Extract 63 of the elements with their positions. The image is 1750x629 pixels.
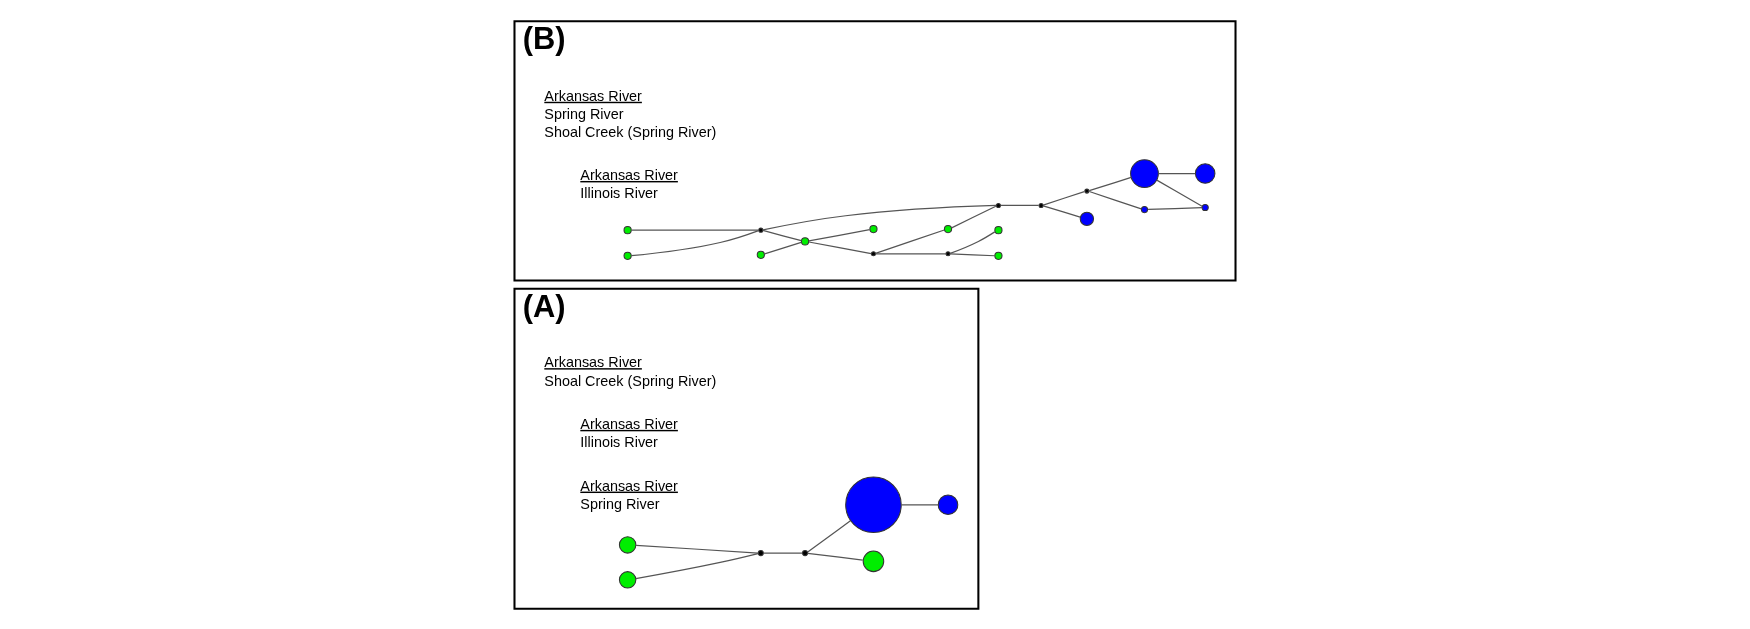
connector [808, 228, 871, 242]
connector [635, 552, 759, 579]
node-circle [1201, 203, 1209, 211]
node-circle [937, 494, 959, 515]
node-circle [1194, 162, 1216, 184]
connector [1000, 204, 1040, 206]
node-circle [1079, 211, 1095, 226]
connector [1156, 179, 1203, 207]
connector [635, 544, 759, 554]
node-circle [870, 250, 877, 256]
label: Arkansas River [580, 166, 678, 183]
connector [949, 252, 996, 256]
label: Shoal Creek (Spring River) [544, 372, 717, 389]
connector [630, 229, 760, 256]
node-circle [862, 550, 885, 572]
connector [807, 552, 864, 561]
connector [951, 205, 997, 228]
connector [762, 229, 802, 241]
connector [630, 229, 760, 231]
node-circle [756, 250, 765, 259]
node-circle [623, 251, 632, 260]
connector [808, 240, 872, 254]
node-circle [995, 202, 1001, 208]
label: Arkansas River [580, 477, 678, 494]
label: Arkansas River [544, 87, 642, 104]
node-circle [1084, 188, 1090, 194]
connector [763, 552, 803, 554]
label: Spring River [544, 105, 624, 122]
label: Arkansas River [544, 353, 642, 370]
node-circle [994, 251, 1003, 260]
label: Illinois River [580, 184, 658, 201]
node-circle [623, 225, 632, 234]
node-circle [800, 236, 810, 246]
node-circle [801, 549, 809, 556]
node-circle [945, 250, 951, 256]
node-circle [845, 476, 902, 533]
node-circle [1140, 205, 1149, 213]
connector [1088, 190, 1142, 209]
connector [949, 230, 996, 254]
node-circle [618, 535, 637, 554]
node-circle [943, 224, 953, 233]
connector [762, 204, 997, 230]
connector [874, 228, 945, 254]
connector [1157, 172, 1196, 174]
connector [764, 241, 802, 255]
node-circle [618, 570, 637, 589]
label: Spring River [580, 495, 660, 512]
label: Illinois River [580, 433, 658, 450]
node-circle [1130, 158, 1159, 188]
connector [900, 503, 939, 505]
label: Arkansas River [580, 415, 678, 432]
connector [1042, 204, 1081, 218]
label: Shoal Creek (Spring River) [544, 123, 717, 140]
node-circle [1038, 202, 1044, 208]
node-circle [994, 225, 1003, 234]
node-circle [758, 227, 764, 233]
connector [875, 252, 947, 254]
connector [1088, 176, 1132, 191]
connector [1147, 206, 1203, 210]
connector [807, 519, 852, 553]
node-circle [869, 224, 878, 233]
node-circle [757, 549, 764, 556]
connector [1042, 190, 1085, 206]
